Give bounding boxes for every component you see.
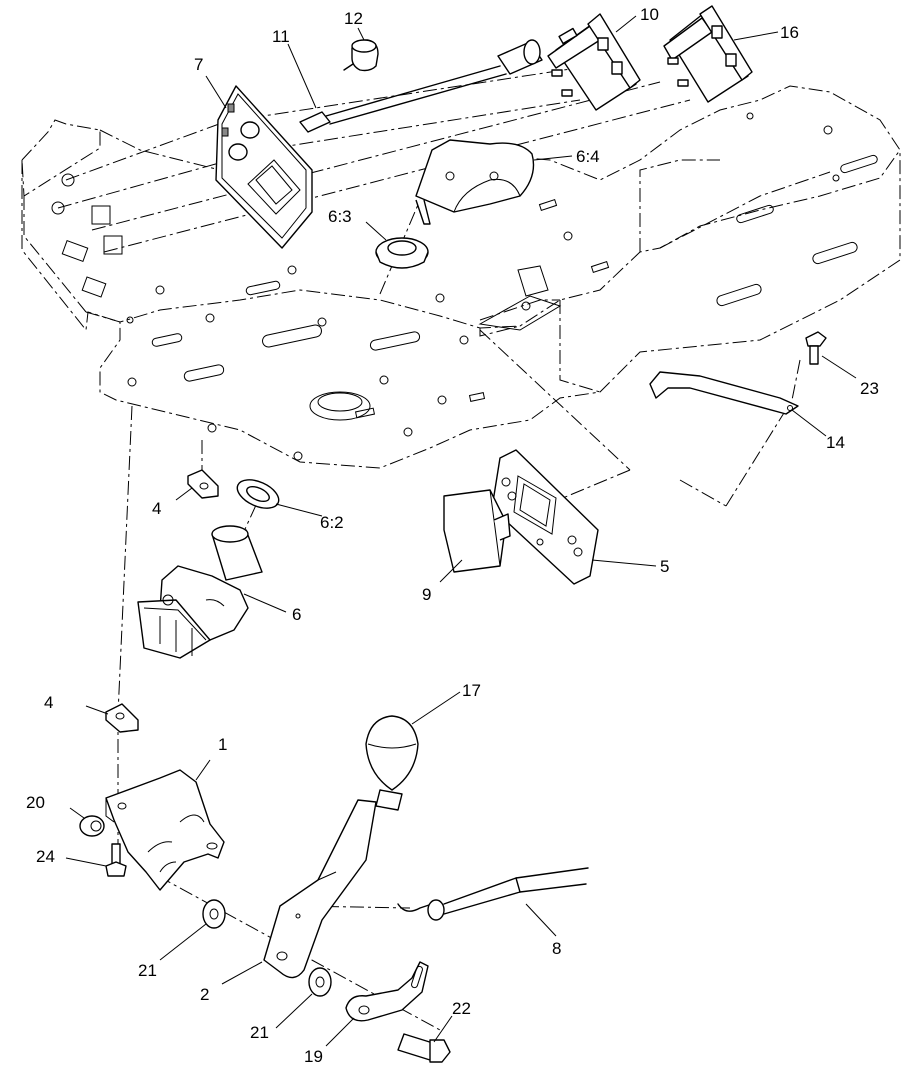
part-11-wire-harness (299, 39, 543, 133)
part-8-cable (397, 867, 589, 921)
callout-6-3: 6:3 (328, 207, 352, 226)
part-17-knob (365, 715, 419, 811)
callout-1: 1 (218, 735, 227, 754)
callout-2: 2 (200, 985, 209, 1004)
explosion-lines (57, 65, 801, 1031)
part-2-shift-lever (263, 799, 377, 979)
part-9-blank-plug (443, 489, 511, 573)
callout-6: 6 (292, 605, 301, 624)
part-24-bolt (105, 843, 127, 877)
part-16-switch (663, 5, 753, 103)
part-20-nut (79, 815, 105, 837)
callout-14: 14 (826, 433, 845, 452)
part-14-bracket (649, 371, 799, 415)
console-frame (21, 85, 901, 469)
callout-labels: 1 2 4 4 5 6 6:2 6:3 6:4 7 8 9 10 11 12 1… (26, 5, 879, 1066)
callout-9: 9 (422, 585, 431, 604)
part-22-bolt (397, 1033, 451, 1063)
callout-22: 22 (452, 999, 471, 1018)
callout-4-upper: 4 (152, 499, 161, 518)
callout-4-lower: 4 (44, 693, 53, 712)
part-21-washer-lower (308, 967, 332, 997)
callout-10: 10 (640, 5, 659, 24)
callout-11: 11 (272, 27, 290, 46)
callout-7: 7 (194, 55, 203, 74)
callout-19: 19 (304, 1047, 323, 1066)
part-19-link (345, 961, 429, 1022)
part-7-decal-plate (215, 85, 313, 249)
part-6-3-nut (375, 237, 429, 269)
callout-20: 20 (26, 793, 45, 812)
part-6-4-ignition-cover (415, 139, 535, 225)
callout-6-4: 6:4 (576, 147, 600, 166)
part-23-bolt (805, 331, 827, 365)
part-6-ignition-switch (137, 525, 263, 659)
callout-23: 23 (860, 379, 879, 398)
callout-5: 5 (660, 557, 669, 576)
callout-8: 8 (552, 939, 561, 958)
callout-12: 12 (344, 9, 363, 28)
callout-24: 24 (36, 847, 55, 866)
part-4-clip-lower (105, 703, 139, 733)
callout-21-upper: 21 (138, 961, 157, 980)
callout-6-2: 6:2 (320, 513, 344, 532)
part-12-cap (343, 39, 379, 72)
leader-lines (65, 15, 857, 1047)
part-10-switch (547, 13, 641, 111)
part-1-mount-bracket (105, 769, 225, 891)
part-4-clip-upper (187, 469, 219, 499)
part-6-2-washer (236, 479, 280, 509)
callout-16: 16 (780, 23, 799, 42)
part-21-washer-upper (202, 899, 226, 929)
callout-21-lower: 21 (250, 1023, 269, 1042)
callout-17: 17 (462, 681, 481, 700)
